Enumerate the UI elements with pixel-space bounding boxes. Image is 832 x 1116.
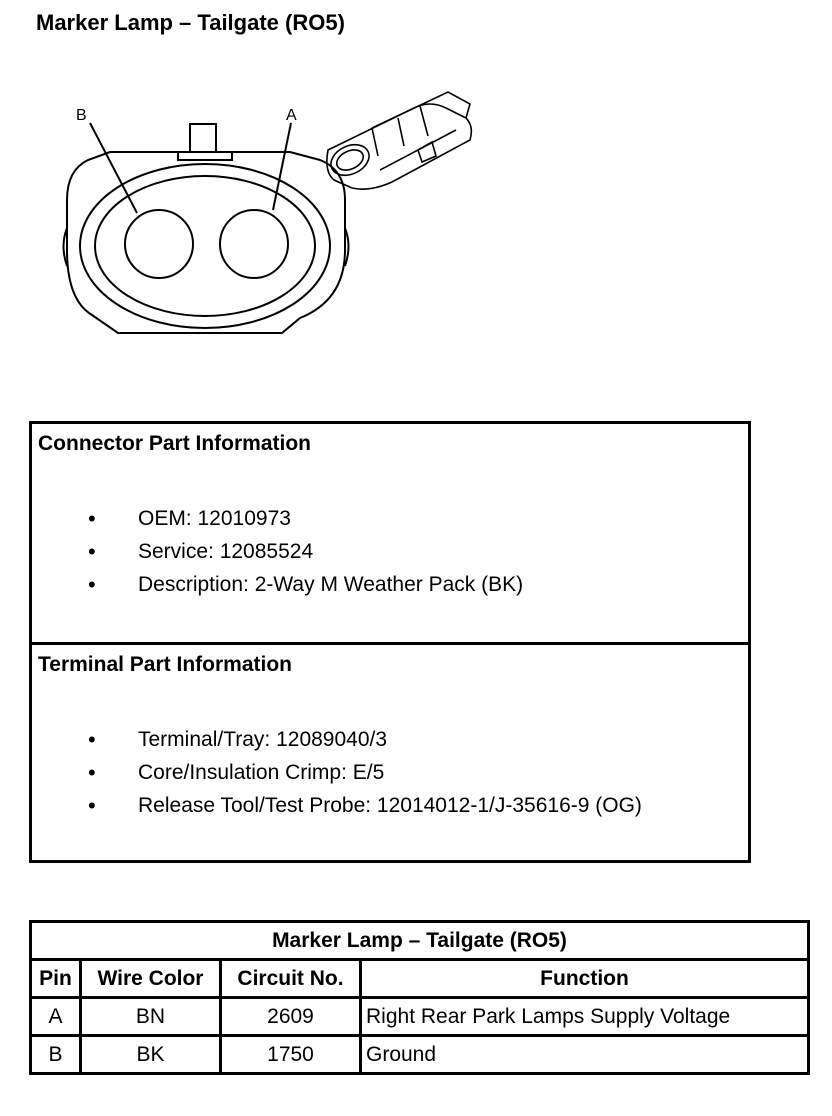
part-info-box: Connector Part Information • OEM: 1201097… (29, 421, 751, 863)
bullet-icon: • (88, 727, 96, 752)
leader-line-b (89, 122, 138, 214)
list-item-text: Service: 12085524 (138, 540, 314, 563)
cavity-a (219, 209, 289, 279)
list-item: • OEM: 12010973 (32, 502, 523, 535)
connector-shell (66, 151, 346, 334)
pin-table-title: Marker Lamp – Tailgate (RO5) (29, 920, 810, 961)
pin-label-a: A (286, 107, 297, 124)
table-title-row: Marker Lamp – Tailgate (RO5) (29, 920, 810, 961)
circuit-no-cell: 1750 (219, 1034, 362, 1075)
terminal-part-list: • Terminal/Tray: 12089040/3 • Core/Insulat… (32, 723, 642, 822)
leader-line-a (272, 122, 292, 211)
connector-inner-oval-outer (79, 163, 331, 329)
circuit-no-cell: 2609 (219, 996, 362, 1037)
connector-part-info: Connector Part Information • OEM: 1201097… (32, 424, 748, 642)
function-cell: Right Rear Park Lamps Supply Voltage (359, 996, 810, 1037)
wire-color-cell: BK (79, 1034, 222, 1075)
list-item: • Terminal/Tray: 12089040/3 (32, 723, 642, 756)
connector-part-list: • OEM: 12010973 • Service: 12085524 • Descr… (32, 502, 523, 601)
table-header-row: Pin Wire Color Circuit No. Function (29, 958, 810, 999)
list-item-text: Description: 2-Way M Weather Pack (BK) (138, 573, 524, 596)
bullet-icon: • (88, 760, 96, 785)
connector-latch (189, 123, 217, 152)
connector-left-ear (62, 227, 68, 267)
table-row: B BK 1750 Ground (29, 1034, 810, 1075)
list-item: • Release Tool/Test Probe: 12014012-1/J-3… (32, 789, 642, 822)
page-title: Marker Lamp – Tailgate (RO5) (36, 10, 345, 35)
list-item: • Core/Insulation Crimp: E/5 (32, 756, 642, 789)
pin-cell: A (29, 996, 82, 1037)
connector-right-ear (344, 227, 350, 267)
bullet-icon: • (88, 506, 96, 531)
connector-iso-view (326, 91, 473, 190)
pin-label-b: B (76, 107, 87, 124)
connector-diagram: B A (62, 91, 473, 334)
list-item: • Service: 12085524 (32, 535, 523, 568)
column-header-pin: Pin (29, 958, 82, 999)
bullet-icon: • (88, 539, 96, 564)
list-item-text: Terminal/Tray: 12089040/3 (138, 728, 388, 751)
wire-color-cell: BN (79, 996, 222, 1037)
column-header-function: Function (359, 958, 810, 999)
function-cell: Ground (359, 1034, 810, 1075)
list-item-text: OEM: 12010973 (138, 507, 291, 530)
list-item-text: Release Tool/Test Probe: 12014012-1/J-35… (138, 794, 642, 817)
column-header-wire-color: Wire Color (79, 958, 222, 999)
cavity-b (124, 209, 194, 279)
list-item-text: Core/Insulation Crimp: E/5 (138, 761, 385, 784)
terminal-part-info-heading: Terminal Part Information (38, 653, 292, 676)
bullet-icon: • (88, 793, 96, 818)
pin-cell: B (29, 1034, 82, 1075)
connector-inner-oval-inner (94, 175, 316, 317)
column-header-circuit-no: Circuit No. (219, 958, 362, 999)
connector-part-info-heading: Connector Part Information (38, 432, 312, 455)
bullet-icon: • (88, 572, 96, 597)
terminal-part-info: Terminal Part Information • Terminal/Tray… (32, 642, 748, 857)
table-row: A BN 2609 Right Rear Park Lamps Supply V… (29, 996, 810, 1037)
list-item: • Description: 2-Way M Weather Pack (BK) (32, 568, 523, 601)
pin-table: Marker Lamp – Tailgate (RO5) Pin Wire Co… (29, 920, 810, 1075)
